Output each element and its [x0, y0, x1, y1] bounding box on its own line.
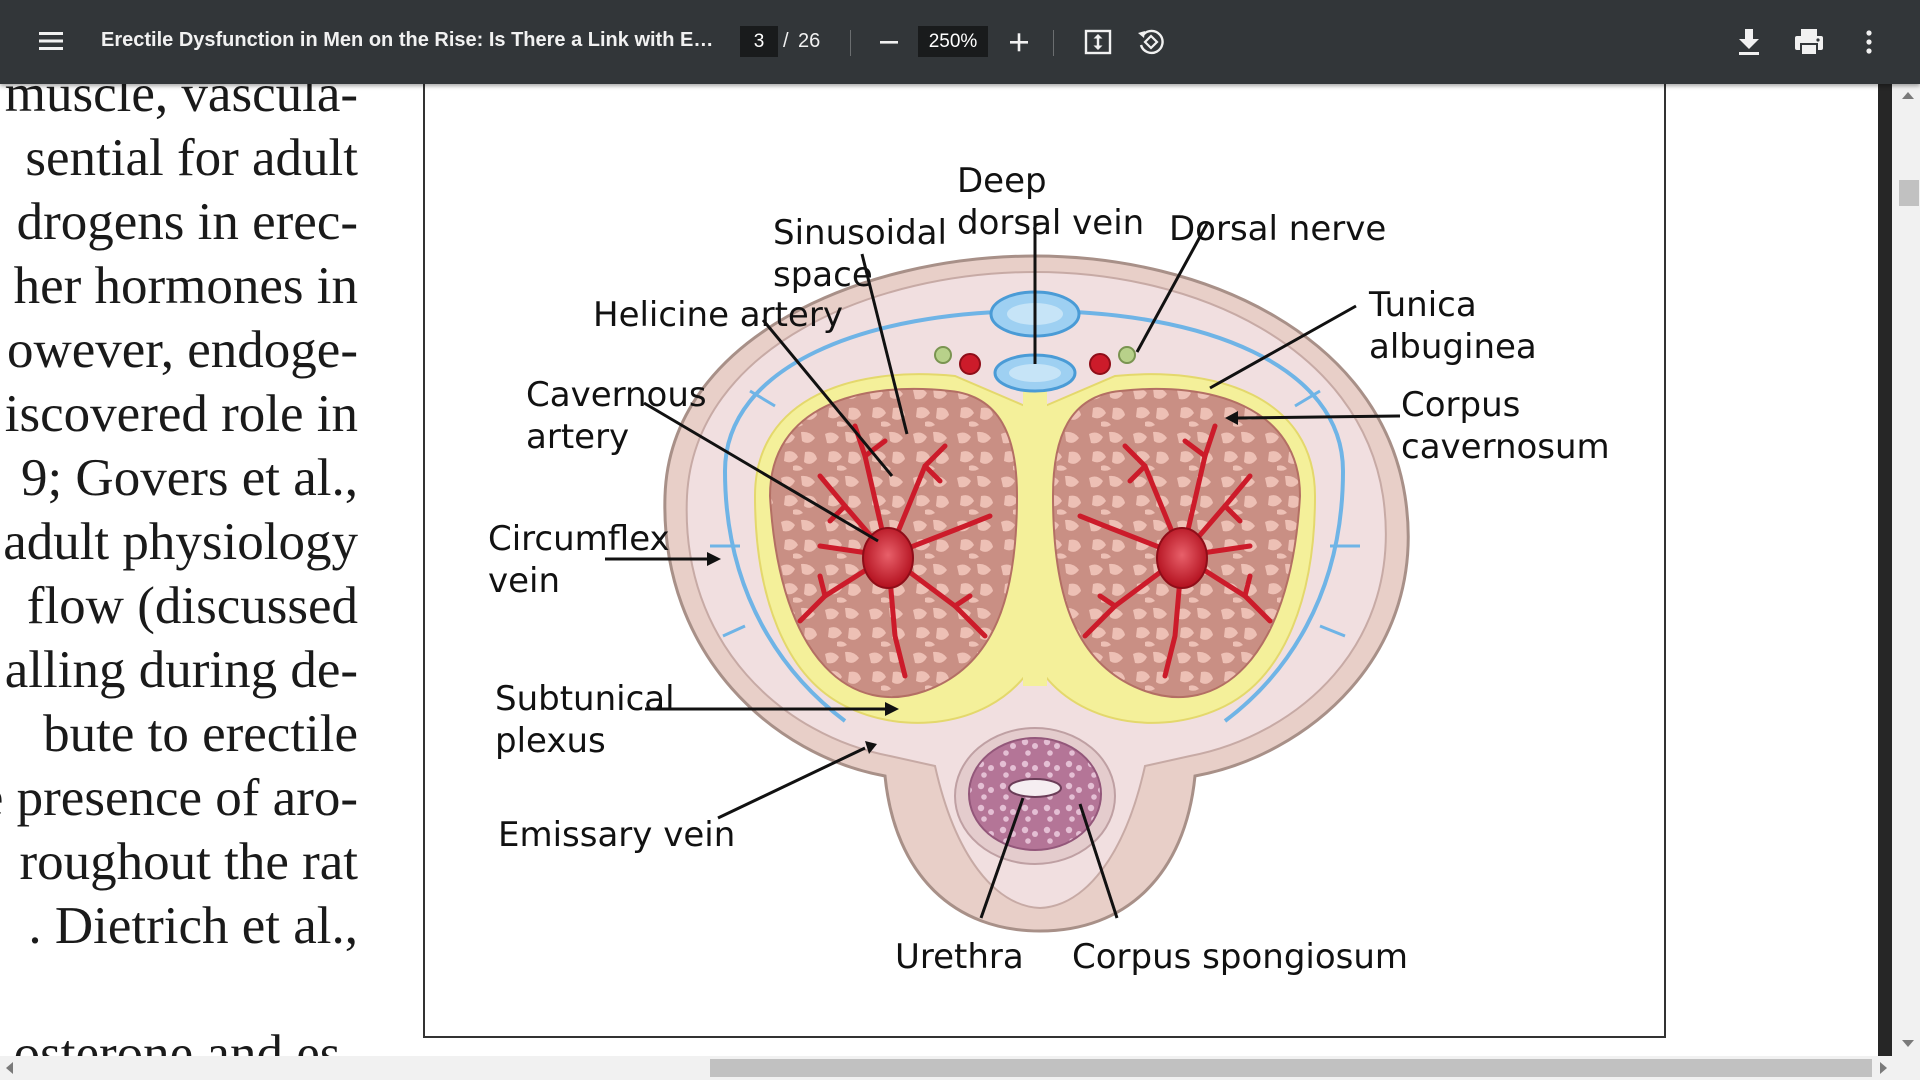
- label-circumflex-vein: vein: [488, 561, 560, 601]
- text-line: roughout the rat: [19, 833, 358, 891]
- document-title: Erectile Dysfunction in Men on the Rise:…: [101, 29, 721, 51]
- text-line: sential for adult: [25, 129, 358, 187]
- document-viewport[interactable]: muscle, vascula- sential for adult droge…: [0, 84, 1878, 1056]
- urethra: [1008, 778, 1062, 798]
- label-dorsal-nerve: Dorsal nerve: [1169, 209, 1386, 249]
- text-line: osterone and es-: [13, 1025, 358, 1056]
- text-line: her hormones in: [13, 257, 358, 315]
- text-line: adult physiology: [3, 513, 358, 571]
- scroll-right-arrow-icon[interactable]: [1880, 1062, 1887, 1074]
- text-line: bute to erectile: [43, 705, 358, 763]
- text-line: muscle, vascula-: [4, 84, 358, 123]
- cavernous-artery-right: [1156, 527, 1208, 589]
- label-corpus-cavernosum: Corpus: [1401, 385, 1520, 425]
- text-line: [0, 958, 358, 1022]
- scroll-up-arrow-icon[interactable]: [1902, 92, 1914, 99]
- more-vertical-icon[interactable]: [1852, 24, 1886, 60]
- toolbar-divider: [850, 30, 851, 56]
- label-urethra: Urethra: [895, 937, 1024, 977]
- label-subtunical-plexus: plexus: [495, 721, 606, 761]
- horizontal-scrollbar[interactable]: [0, 1056, 1920, 1080]
- scroll-left-arrow-icon[interactable]: [6, 1062, 13, 1074]
- label-sinusoidal-space: space: [773, 255, 873, 295]
- arrow-heads: [707, 411, 1238, 754]
- text-line: 9; Govers et al.,: [20, 449, 358, 507]
- scroll-down-arrow-icon[interactable]: [1902, 1040, 1914, 1047]
- text-line: e presence of aro-: [0, 769, 358, 827]
- label-deep-dorsal-vein: Deep: [957, 161, 1047, 201]
- label-subtunical-plexus: Subtunical: [495, 679, 675, 719]
- minus-icon[interactable]: [872, 25, 906, 59]
- label-helicine-artery: Helicine artery: [593, 295, 843, 335]
- label-tunica-albuginea: Tunica: [1368, 285, 1477, 325]
- toolbar-divider: [1053, 30, 1054, 56]
- label-pointers: [605, 216, 1401, 919]
- scrollbar-edge: [1878, 84, 1892, 1056]
- venous-network: [710, 308, 1360, 723]
- rotate-counterclockwise-icon[interactable]: [1134, 25, 1168, 59]
- page-total: 26: [798, 30, 821, 52]
- page-separator: /: [783, 30, 789, 52]
- label-sinusoidal-space: Sinusoidal: [773, 213, 947, 253]
- label-tunica-albuginea: albuginea: [1369, 327, 1537, 367]
- label-cavernous-artery: artery: [526, 417, 629, 457]
- vertical-scroll-thumb[interactable]: [1899, 180, 1919, 206]
- vertical-scrollbar[interactable]: [1878, 84, 1920, 1056]
- horizontal-scroll-thumb[interactable]: [710, 1059, 1872, 1077]
- text-line: . Dietrich et al.,: [28, 897, 358, 955]
- label-circumflex-vein: Circumflex: [488, 519, 670, 559]
- text-line: iscovered role in: [4, 385, 358, 443]
- download-icon[interactable]: [1732, 24, 1766, 60]
- print-icon[interactable]: [1791, 24, 1827, 60]
- plus-icon[interactable]: [1002, 25, 1036, 59]
- body-text-column: muscle, vascula- sential for adult droge…: [0, 84, 358, 1056]
- pdf-toolbar: Erectile Dysfunction in Men on the Rise:…: [0, 0, 1920, 84]
- label-corpus-spongiosum: Corpus spongiosum: [1072, 937, 1408, 977]
- helicine-arteries: [797, 423, 1273, 679]
- text-line: alling during de-: [4, 641, 358, 699]
- zoom-level-input[interactable]: [918, 26, 988, 57]
- menu-icon[interactable]: [36, 26, 66, 56]
- anatomy-figure: Deep dorsal vein Sinusoidal space Dorsal…: [423, 84, 1666, 1038]
- label-cavernous-artery: Cavernous: [526, 375, 707, 415]
- label-emissary-vein: Emissary vein: [498, 815, 735, 855]
- text-line: owever, endoge-: [6, 321, 358, 379]
- fit-to-page-icon[interactable]: [1081, 25, 1115, 59]
- page-number-input[interactable]: [740, 26, 778, 57]
- cavernous-artery-left: [862, 527, 914, 589]
- label-deep-dorsal-vein: dorsal vein: [957, 203, 1144, 243]
- label-corpus-cavernosum: cavernosum: [1401, 427, 1610, 467]
- penis-cross-section-diagram: Deep dorsal vein Sinusoidal space Dorsal…: [488, 161, 1610, 977]
- text-line: flow (discussed: [26, 577, 358, 635]
- text-line: drogens in erec-: [16, 193, 358, 251]
